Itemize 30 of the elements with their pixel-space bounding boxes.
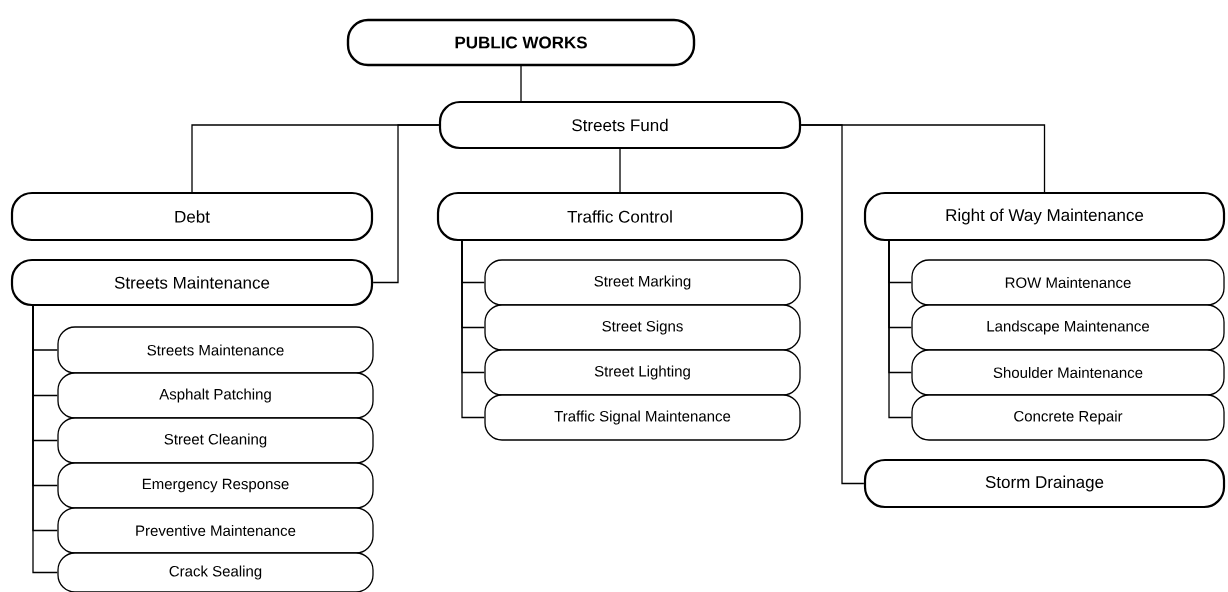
connector-line [888,239,912,419]
rounded-box: Traffic Control [436,191,804,242]
connector-line [461,239,485,419]
rounded-box: Streets Fund [438,100,802,150]
rounded-box: Street Marking [484,259,801,306]
rounded-box: Storm Drainage [863,458,1226,509]
connector-line [800,124,865,485]
node-label: Landscape Maintenance [987,320,1150,335]
rounded-box: Landscape Maintenance [911,304,1225,351]
rounded-box: Shoulder Maintenance [911,349,1225,396]
node-label: Shoulder Maintenance [993,367,1143,379]
connector-line [372,124,440,284]
rounded-box: Debt [10,191,374,242]
connector-line [520,64,522,103]
rounded-box: Concrete Repair [911,394,1225,441]
rounded-box: Traffic Signal Maintenance [484,394,801,441]
rounded-box: Asphalt Patching [57,372,374,419]
rounded-box: Emergency Response [57,462,374,509]
connector-line [32,304,58,574]
connector-line [619,147,621,194]
rounded-box: Crack Sealing [57,552,374,592]
rounded-box: Street Cleaning [57,417,374,464]
rounded-box: Streets Maintenance [57,326,374,374]
rounded-box: Right of Way Maintenance [863,191,1226,242]
rounded-box: Preventive Maintenance [57,507,374,554]
rounded-box: Street Signs [484,304,801,351]
title-box: PUBLIC WORKS [346,18,696,67]
rounded-box: ROW Maintenance [911,259,1225,306]
rounded-box: Street Lighting [484,349,801,396]
rounded-box: Streets Maintenance [10,258,374,307]
